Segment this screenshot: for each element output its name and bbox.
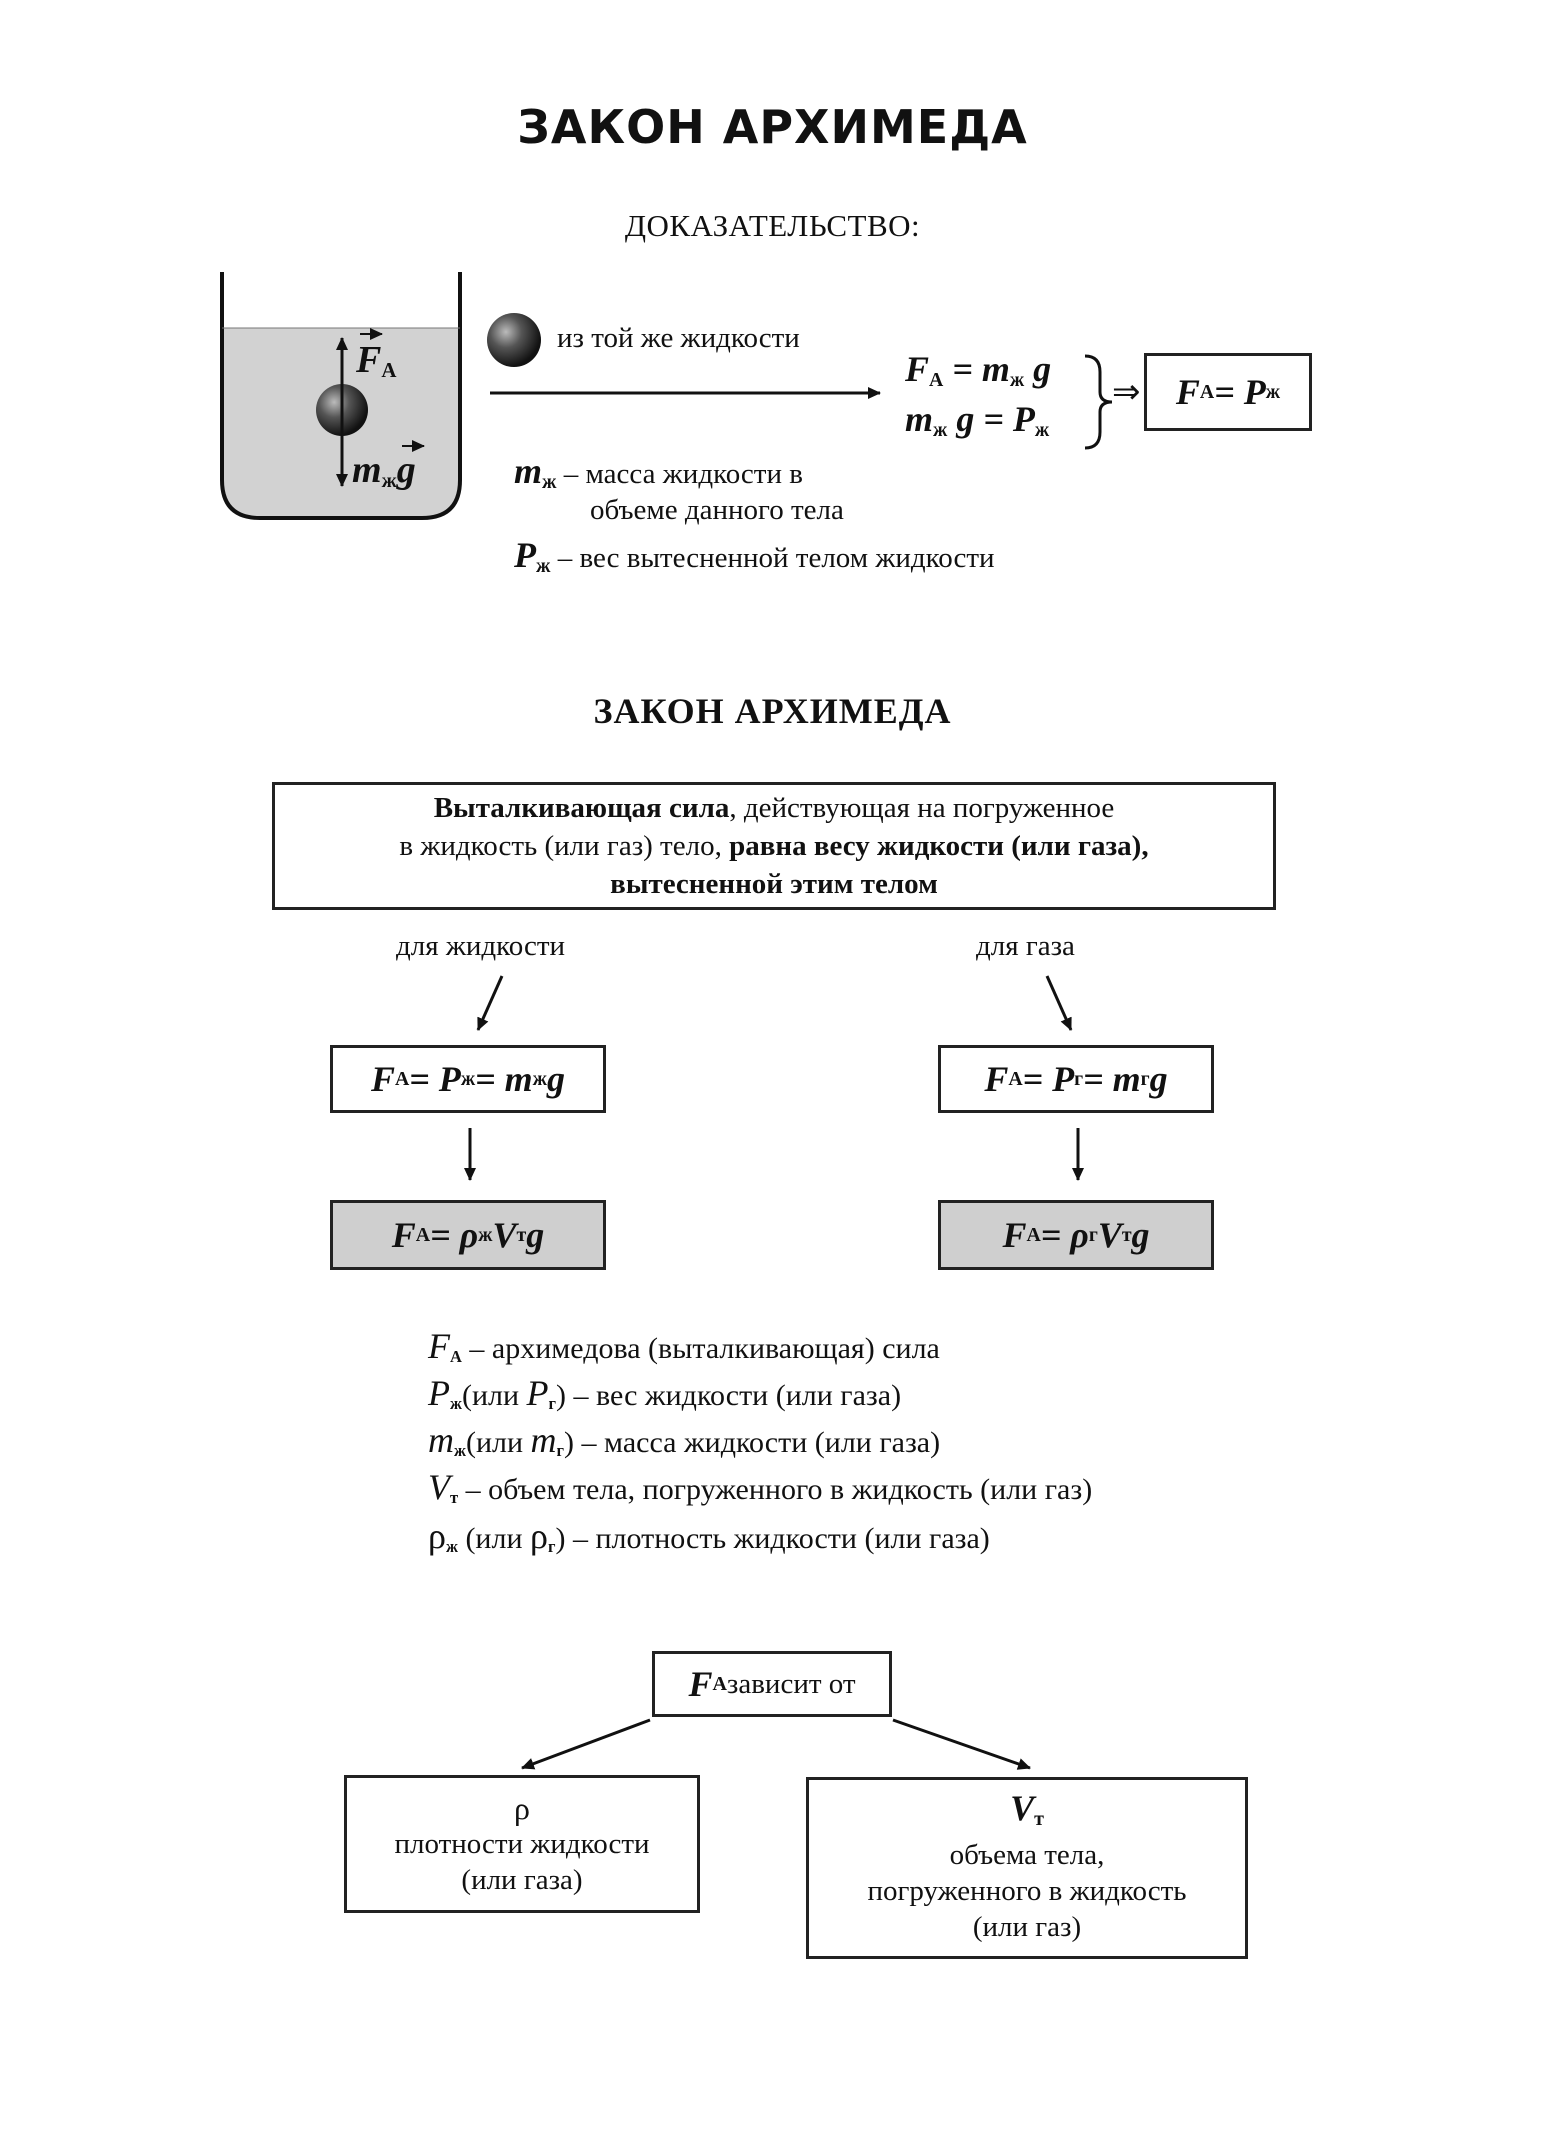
for-liquid-label: для жидкости — [396, 930, 566, 962]
proof-eq2: mж g = Pж — [905, 399, 1050, 441]
depends-volume-box: Vт объема тела, погруженного в жидкость … — [806, 1777, 1248, 1959]
arrow-liquid-1 — [476, 975, 504, 1031]
def-mass-cont: объеме данного тела — [590, 494, 844, 526]
arrow-gas-1 — [1045, 975, 1073, 1031]
def-weight: Pж – вес вытесненной телом жидкости — [514, 535, 995, 577]
ball-label: из той же жидкости — [557, 322, 800, 354]
legend-line-p: Pж(или Pг) – вес жидкости (или газа) — [428, 1373, 902, 1414]
legend-line-v: Vт – объем тела, погруженного в жидкость… — [428, 1467, 1093, 1508]
ball-icon — [487, 313, 541, 367]
legend-line-rho: ρж (или ρг) – плотность жидкости (или га… — [428, 1516, 990, 1557]
legend-line-m: mж(или mг) – масса жидкости (или газа) — [428, 1420, 941, 1461]
implies-sign: ⇒ — [1112, 372, 1141, 412]
def-mass: mж – масса жидкости в — [514, 451, 803, 493]
legend-line-fa: FA – архимедова (выталкивающая) сила — [428, 1326, 940, 1367]
arrow-depends-left — [521, 1718, 651, 1770]
brace — [1084, 354, 1113, 450]
arrow-depends-right — [892, 1718, 1031, 1770]
proof-title: ДОКАЗАТЕЛЬСТВО: — [624, 208, 921, 243]
vessel-force-down-label: mжg — [352, 449, 416, 493]
law-statement-box: Выталкивающая сила, действующая на погру… — [272, 782, 1276, 910]
for-gas-label: для газа — [976, 930, 1075, 962]
proof-eq1: FA = mж g — [905, 349, 1052, 391]
page-title: ЗАКОН АРХИМЕДА — [517, 100, 1028, 154]
vessel-force-up-label: FA — [356, 339, 397, 383]
depends-density-box: ρ плотности жидкости (или газа) — [344, 1775, 700, 1913]
law-title: ЗАКОН АРХИМЕДА — [593, 691, 952, 731]
